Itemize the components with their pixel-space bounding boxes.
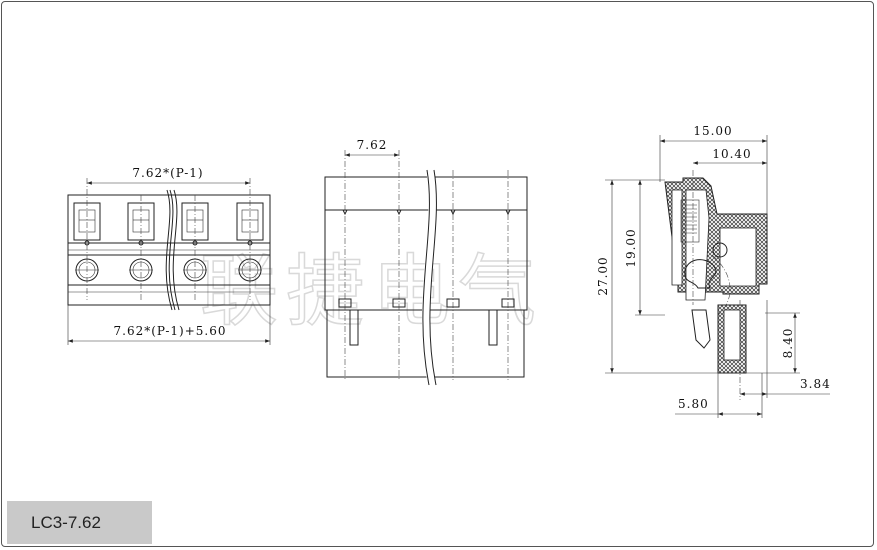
model-label-box: LC3-7.62	[7, 501, 152, 544]
front-terminals	[73, 178, 264, 300]
top-pitch-dimension: 7.62	[357, 138, 388, 152]
side-pin-offset-dimension: 3.84	[800, 377, 831, 391]
front-overall-dimension: 7.62*(P-1)+5.60	[114, 324, 227, 338]
terminal-4	[236, 178, 264, 300]
side-width-dimension: 15.00	[693, 124, 732, 138]
model-label: LC3-7.62	[31, 512, 101, 532]
terminal-2	[127, 195, 155, 300]
terminal-1	[73, 178, 101, 300]
terminal-3	[181, 195, 209, 300]
front-view: 7.62*(P-1) 7.62*(P-1)+5.60	[67, 166, 271, 345]
side-body-height-dimension: 19.00	[624, 228, 638, 267]
side-upper-width-dimension: 10.40	[712, 147, 751, 161]
side-view: 15.00 10.40 27.00 19.00 8.40 3.84 5.80	[596, 124, 831, 418]
side-pin-height-dimension: 8.40	[781, 328, 795, 359]
top-view: 7.62	[324, 138, 528, 386]
side-height-dimension: 27.00	[596, 256, 610, 295]
front-pitch-dimension: 7.62*(P-1)	[132, 166, 203, 180]
side-pin-width-dimension: 5.80	[678, 397, 709, 411]
